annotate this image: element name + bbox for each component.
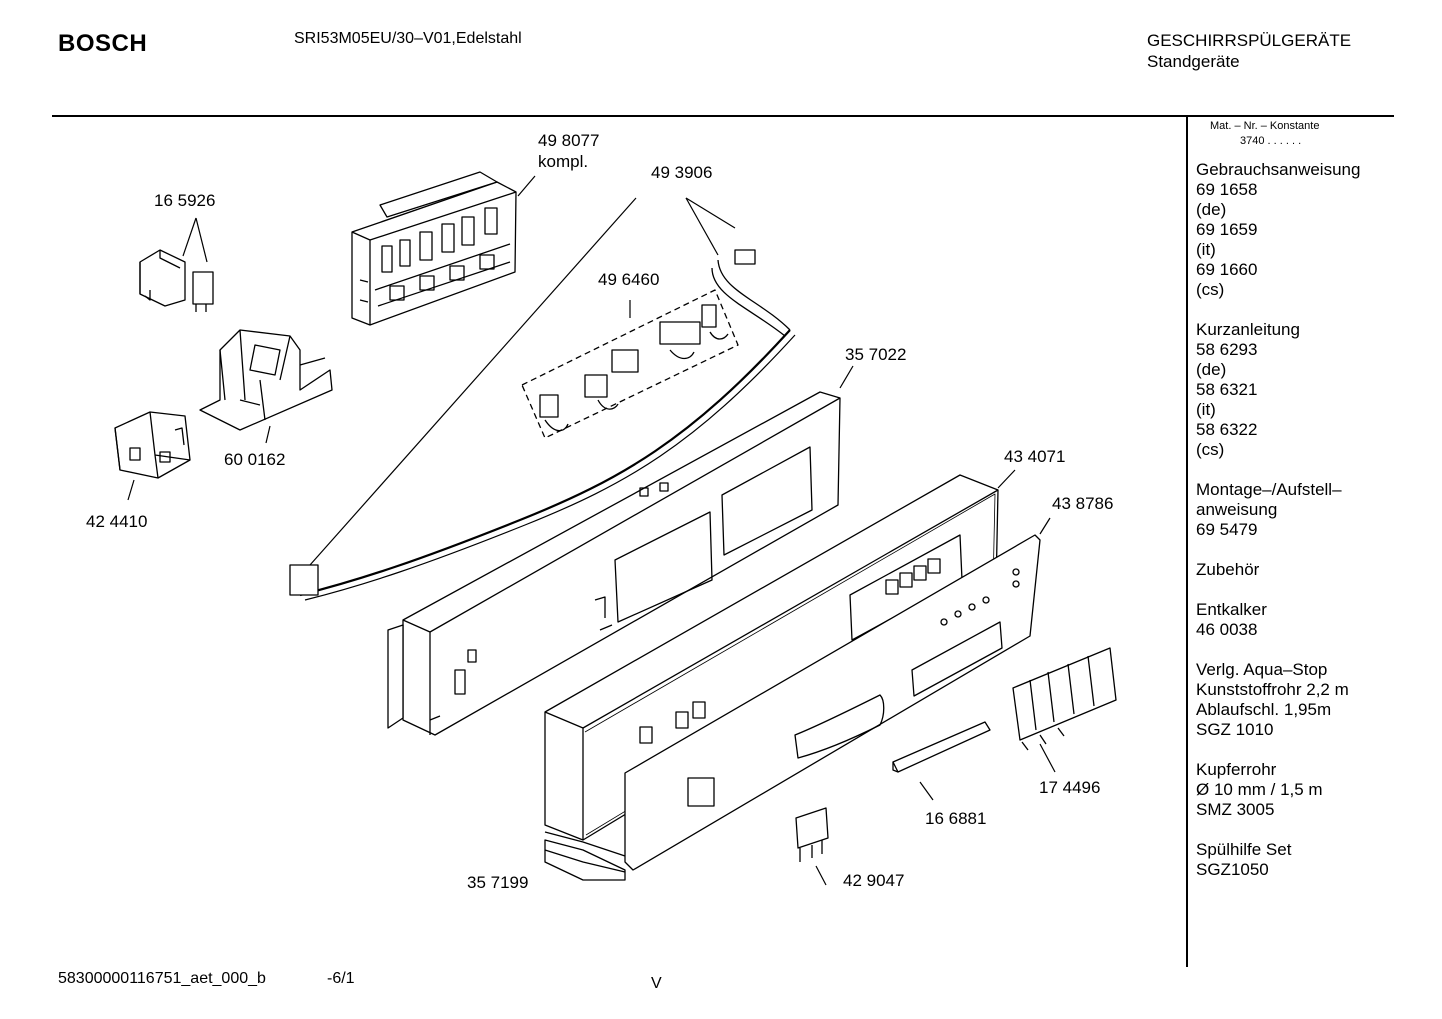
- sidebar-line: 46 0038: [1196, 620, 1258, 639]
- sidebar-line: 58 6322: [1196, 420, 1258, 439]
- button-strip-drawing: [892, 721, 991, 773]
- bracket-600162-drawing: [199, 329, 333, 431]
- part-label-498077-sub: kompl.: [538, 152, 588, 171]
- panel-438786-drawing: [624, 534, 1041, 871]
- part-label-424410: 42 4410: [86, 512, 147, 531]
- sidebar-line: anweisung: [1196, 500, 1278, 519]
- sidebar-line: Spülhilfe Set: [1196, 840, 1292, 859]
- model-title: SRI53M05EU/30–V01,Edelstahl: [294, 30, 522, 47]
- housing-165926-drawing: [139, 249, 214, 312]
- category-title: GESCHIRRSPÜLGERÄTE: [1147, 31, 1352, 50]
- part-label-498077: 49 8077: [538, 131, 599, 150]
- part-label-434071: 43 4071: [1004, 447, 1065, 466]
- sidebar-line: (de): [1196, 200, 1227, 219]
- part-label-174496: 17 4496: [1039, 778, 1100, 797]
- part-label-600162: 60 0162: [224, 450, 285, 469]
- sidebar-line: Ablaufschl. 1,95m: [1196, 700, 1332, 719]
- mat-nr-header: Mat. – Nr. – Konstante: [1210, 120, 1320, 132]
- category-subtitle: Standgeräte: [1147, 52, 1240, 71]
- frame-357022-drawing: [387, 391, 841, 736]
- switch-module-drawing: [795, 807, 829, 862]
- sidebar-line: (it): [1196, 240, 1216, 259]
- version-mark: V: [651, 975, 662, 992]
- sidebar-line: SMZ 3005: [1196, 800, 1275, 819]
- power-switch-drawing: [114, 411, 191, 479]
- sidebar-line: Verlg. Aqua–Stop: [1196, 660, 1328, 679]
- exploded-parts-diagram: 49 8077 kompl. 49 3906 16 5926 49 6460 3…: [86, 131, 1117, 892]
- cable-harness-drawing: [289, 249, 796, 601]
- part-label-357022: 35 7022: [845, 345, 906, 364]
- sidebar-line: Montage–/Aufstell–: [1196, 480, 1342, 499]
- connector-set-drawing: [521, 289, 739, 439]
- sidebar-line: (cs): [1196, 280, 1225, 299]
- sidebar-line: Kunststoffrohr 2,2 m: [1196, 680, 1349, 699]
- sidebar-line: Zubehör: [1196, 560, 1260, 579]
- sidebar-line: 69 5479: [1196, 520, 1258, 539]
- sidebar-line: 69 1660: [1196, 260, 1258, 279]
- sidebar-divider: [1186, 117, 1188, 967]
- sidebar-line: 58 6321: [1196, 380, 1258, 399]
- part-label-493906: 49 3906: [651, 163, 712, 182]
- sidebar-line: (it): [1196, 400, 1216, 419]
- sidebar-line: SGZ1050: [1196, 860, 1269, 879]
- sidebar-line: Entkalker: [1196, 600, 1267, 619]
- page-number: -6/1: [327, 970, 355, 987]
- sidebar-block: Zubehör: [1196, 560, 1360, 580]
- sidebar-line: Kupferrohr: [1196, 760, 1277, 779]
- brand-logo: BOSCH: [58, 30, 148, 57]
- document-number: 58300000116751_aet_000_b: [58, 970, 266, 987]
- part-label-357199: 35 7199: [467, 873, 528, 892]
- sidebar-line: Gebrauchsanweisung: [1196, 160, 1361, 179]
- header-divider: [52, 115, 1394, 117]
- sidebar-line: 58 6293: [1196, 340, 1258, 359]
- part-label-429047: 42 9047: [843, 871, 904, 890]
- sidebar-line: Ø 10 mm / 1,5 m: [1196, 780, 1323, 799]
- button-block-drawing: [1012, 647, 1117, 751]
- part-label-496460: 49 6460: [598, 270, 659, 289]
- part-label-165926: 16 5926: [154, 191, 215, 210]
- mat-nr-value: 3740 . . . . . .: [1240, 135, 1302, 147]
- part-label-166881: 16 6881: [925, 809, 986, 828]
- base-357199-drawing: [544, 831, 626, 881]
- sidebar-line: Kurzanleitung: [1196, 320, 1300, 339]
- sidebar-line: (cs): [1196, 440, 1225, 459]
- control-module-drawing: [351, 171, 517, 326]
- sidebar-line: SGZ 1010: [1196, 720, 1274, 739]
- sidebar-line: 69 1659: [1196, 220, 1258, 239]
- sidebar-line: 69 1658: [1196, 180, 1258, 199]
- part-label-438786: 43 8786: [1052, 494, 1113, 513]
- sidebar-line: (de): [1196, 360, 1227, 379]
